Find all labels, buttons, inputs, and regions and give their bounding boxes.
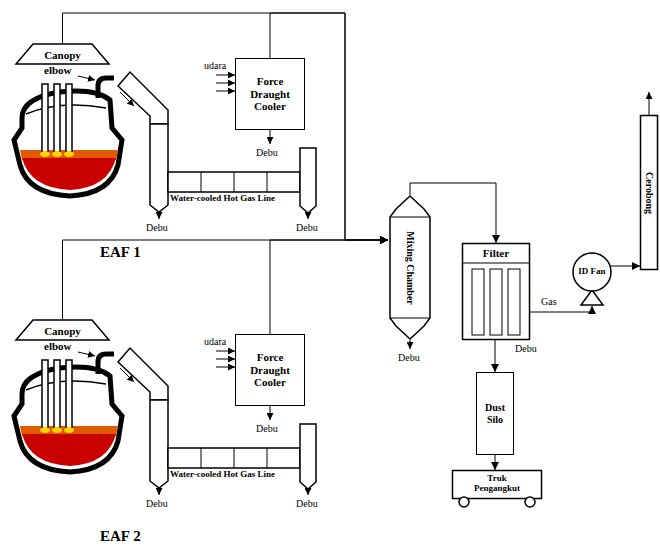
part-label: udara xyxy=(204,336,226,347)
canopy-hood: Canopy xyxy=(15,319,110,341)
cooler-box: Force Draught Cooler xyxy=(235,58,305,130)
mixing-chamber: Mixing Chamber xyxy=(388,195,432,340)
chimney-stack: Cerobong xyxy=(640,115,658,270)
flow-connector xyxy=(610,266,640,267)
node-text: ID Fan xyxy=(578,266,605,276)
node-text: Canopy xyxy=(44,323,81,338)
cooler-box: Force Draught Cooler xyxy=(235,334,305,406)
part-label: Debu xyxy=(256,423,278,434)
filter-box: Filter xyxy=(462,243,530,340)
node-text: Truk Pengangkut xyxy=(467,473,527,494)
part-label: elbow xyxy=(44,340,72,352)
part-label: Debu xyxy=(296,222,318,233)
part-label: Water-cooled Hot Gas Line xyxy=(170,470,275,480)
flow-connector xyxy=(495,340,496,372)
dust-truck: Truk Pengangkut xyxy=(452,470,542,508)
node-text: Canopy xyxy=(44,47,81,62)
dust-outlet xyxy=(410,340,411,349)
dust-silo: Dust Silo xyxy=(476,372,514,455)
part-label: Debu xyxy=(296,498,318,509)
flow-connector xyxy=(270,240,388,334)
node-text: Filter xyxy=(483,247,509,260)
part-label: Debu xyxy=(146,222,168,233)
part-label: udara xyxy=(204,60,226,71)
part-label: Debu xyxy=(256,147,278,158)
part-label: Water-cooled Hot Gas Line xyxy=(170,194,275,204)
id-fan-outline xyxy=(572,252,612,306)
flow-connector xyxy=(495,455,496,470)
furnace-name: EAF 1 xyxy=(100,244,141,261)
node-text: Force Draught Cooler xyxy=(239,75,301,113)
eaf-furnace-1 xyxy=(14,72,316,219)
node-text: Mixing Chamber xyxy=(404,231,416,305)
edge-label: Gas xyxy=(540,296,558,307)
stack-exhaust xyxy=(649,92,650,115)
flow-connector xyxy=(63,13,389,240)
canopy-hood: Canopy xyxy=(15,43,110,65)
part-label: Debu xyxy=(398,352,420,363)
node-text: Dust Silo xyxy=(480,402,510,425)
furnace-name: EAF 2 xyxy=(100,528,141,545)
node-text: Force Draught Cooler xyxy=(239,351,301,389)
part-label: Debu xyxy=(146,498,168,509)
part-label: Debu xyxy=(515,343,537,354)
id-fan: ID Fan xyxy=(572,252,612,306)
flow-connector xyxy=(63,240,389,319)
part-label: elbow xyxy=(44,64,72,76)
node-text: Cerobong xyxy=(643,171,655,213)
eaf-furnace-2 xyxy=(14,348,316,495)
